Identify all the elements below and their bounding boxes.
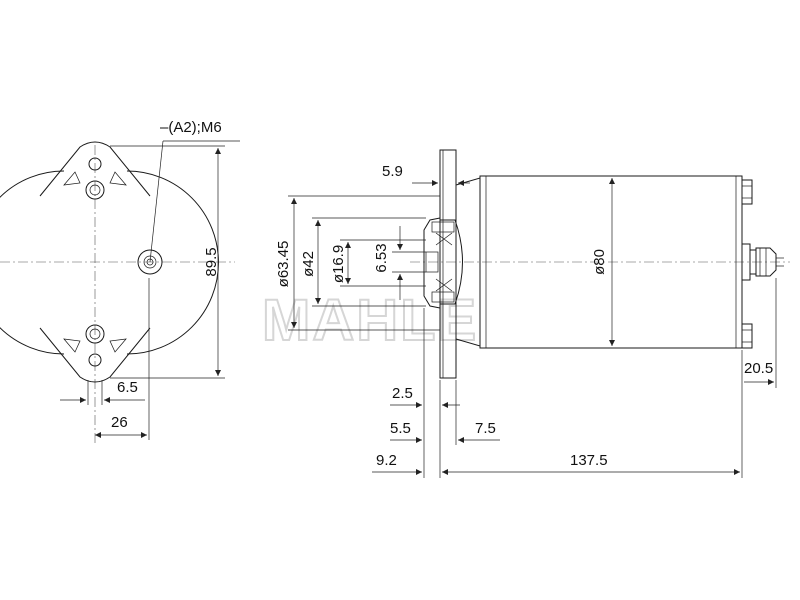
dim-total: 137.5 — [570, 452, 608, 469]
end-bolt-top — [741, 179, 753, 205]
terminal-a2 — [137, 249, 163, 275]
dim-d4: 6.53 — [373, 243, 390, 272]
mounting-hole — [88, 157, 102, 171]
dim-height: 89.5 — [203, 247, 220, 276]
dim-c: 7.5 — [475, 420, 496, 437]
dim-a: 2.5 — [392, 385, 413, 402]
pilot — [423, 217, 441, 309]
dim-d2: ø42 — [300, 251, 317, 277]
mahle-watermark: MAHLE — [262, 288, 478, 353]
dim-body: ø80 — [591, 249, 608, 275]
dim-b: 5.5 — [390, 420, 411, 437]
dim-flange: 5.9 — [382, 163, 403, 180]
dim-offset: 6.5 — [117, 379, 138, 396]
dim-d3: ø16.9 — [330, 245, 347, 283]
bolt-head — [85, 324, 105, 344]
dim-terminal: 20.5 — [744, 360, 773, 377]
bearing-housing — [440, 219, 463, 305]
bolt-head — [85, 180, 105, 200]
end-bolt-bottom — [741, 323, 753, 349]
front-view: –(A2);M6 89.5 6.5 26 — [0, 119, 240, 445]
flange-top — [39, 141, 151, 197]
terminal-stud — [755, 247, 777, 277]
terminal-callout: –(A2);M6 — [160, 119, 222, 136]
flange-bottom — [39, 327, 151, 383]
dim-d: 9.2 — [376, 452, 397, 469]
body-outline-left — [0, 170, 65, 355]
dim-width: 26 — [111, 414, 128, 431]
side-view: 5.9 ø63.45 ø42 ø16.9 6.53 ø80 20.5 — [275, 149, 790, 478]
mounting-hole — [88, 353, 102, 367]
flange-plate — [439, 149, 457, 379]
dim-d1: ø63.45 — [275, 241, 292, 288]
